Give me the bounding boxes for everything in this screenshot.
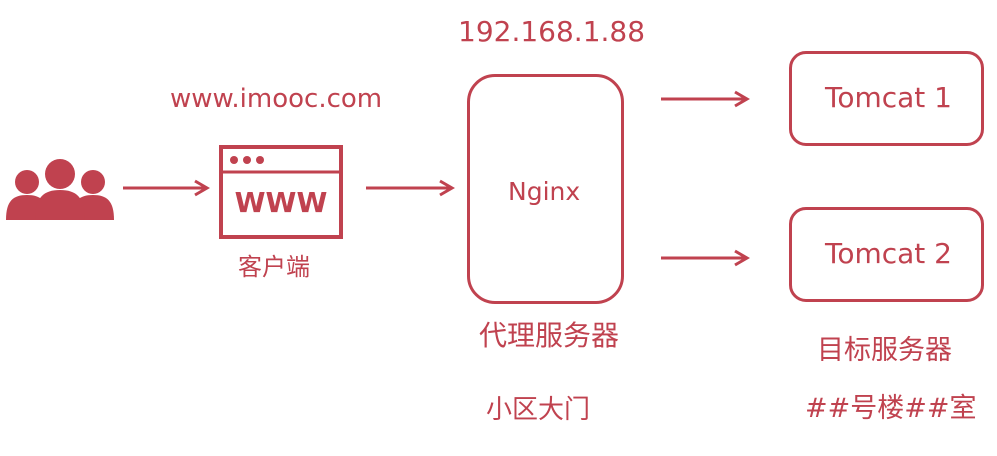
server-ip: 192.168.1.88 xyxy=(458,15,646,48)
tomcat-1-box xyxy=(789,51,984,146)
tomcat-2-label: Tomcat 2 xyxy=(825,237,952,270)
proxy-server-label: 代理服务器 xyxy=(479,319,620,352)
right-arrow-icon xyxy=(366,179,455,197)
nginx-label: Nginx xyxy=(508,177,581,206)
proxy-metaphor-label: 小区大门 xyxy=(486,395,591,425)
users-icon xyxy=(6,159,114,220)
browser-www-text: WWW xyxy=(235,186,328,219)
client-site-url: www.imooc.com xyxy=(170,84,383,114)
nginx-proxy-box xyxy=(467,74,624,304)
target-metaphor-label: ##号楼##室 xyxy=(805,393,977,424)
right-arrow-icon xyxy=(661,90,750,108)
right-arrow-icon xyxy=(123,179,210,197)
browser-window-icon: WWW xyxy=(219,145,343,239)
right-arrow-icon xyxy=(661,249,750,267)
tomcat-1-label: Tomcat 1 xyxy=(825,81,952,114)
client-label: 客户端 xyxy=(238,253,310,281)
tomcat-2-box xyxy=(789,207,984,302)
target-server-label: 目标服务器 xyxy=(817,335,952,366)
